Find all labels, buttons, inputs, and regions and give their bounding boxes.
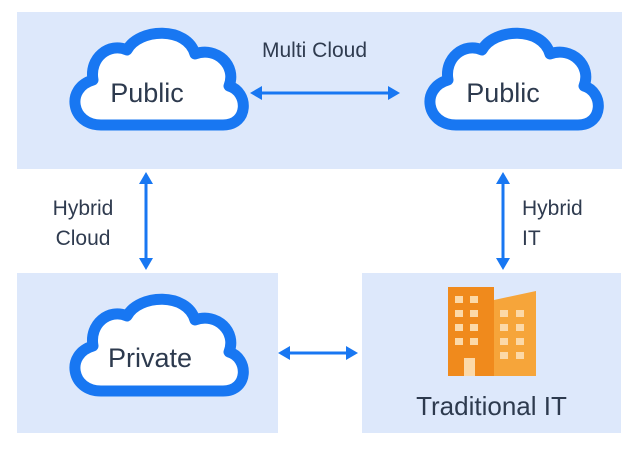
private-cloud-label: Private <box>107 343 193 373</box>
hybrid-cloud-label-line1: Hybrid <box>52 197 114 220</box>
hybrid-it-label-line2: IT <box>522 227 541 250</box>
traditional-it-label: Traditional IT <box>416 391 567 421</box>
office-building-icon <box>448 287 536 376</box>
multi-cloud-arrow <box>250 86 400 100</box>
multi-cloud-label: Multi Cloud <box>262 39 368 62</box>
hybrid-cloud-label-line2: Cloud <box>55 227 111 250</box>
private-traditional-arrow <box>278 346 358 360</box>
hybrid-it-label: Hybrid IT <box>522 194 622 254</box>
hybrid-it-arrow <box>496 172 510 270</box>
hybrid-cloud-label: Hybrid Cloud <box>28 194 138 254</box>
hybrid-cloud-arrow <box>139 172 153 270</box>
hybrid-it-label-line1: Hybrid <box>522 197 583 220</box>
public-cloud-label: Public <box>110 78 184 108</box>
public-cloud-label: Public <box>466 78 540 108</box>
